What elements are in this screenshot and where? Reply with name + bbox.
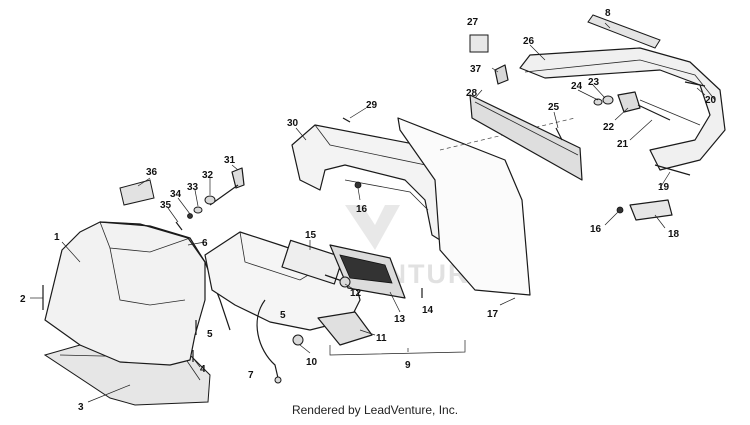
callout-9[interactable]: 9 xyxy=(405,360,411,371)
part-12-knob xyxy=(324,274,351,288)
callout-29[interactable]: 29 xyxy=(366,100,378,111)
callout-15[interactable]: 15 xyxy=(305,230,317,241)
callout-25[interactable]: 25 xyxy=(548,102,560,113)
callout-18[interactable]: 18 xyxy=(668,229,680,240)
callout-27[interactable]: 27 xyxy=(467,17,479,28)
callout-21[interactable]: 21 xyxy=(617,139,629,150)
part-9-bracket-line xyxy=(329,340,466,356)
part-27-decal xyxy=(469,34,489,53)
part-trim-strip xyxy=(99,221,231,331)
part-hood xyxy=(44,221,206,366)
callout-1[interactable]: 1 xyxy=(54,232,60,243)
callout-19[interactable]: 19 xyxy=(658,182,670,193)
part-10-grommet xyxy=(292,334,304,346)
callout-22[interactable]: 22 xyxy=(603,122,615,133)
part-20-pin xyxy=(684,81,706,87)
callout-23[interactable]: 23 xyxy=(588,77,600,88)
callout-7[interactable]: 7 xyxy=(248,370,254,381)
callout-5[interactable]: 5 xyxy=(207,329,213,340)
callout-32[interactable]: 32 xyxy=(202,170,214,181)
callout-2[interactable]: 2 xyxy=(20,294,26,305)
callout-17[interactable]: 17 xyxy=(487,309,499,320)
callout-16[interactable]: 16 xyxy=(356,204,368,215)
callout-35[interactable]: 35 xyxy=(160,200,172,211)
callout-26[interactable]: 26 xyxy=(523,36,535,47)
part-15-panel xyxy=(281,239,344,285)
part-37-clip xyxy=(494,64,509,85)
part-17-windshield xyxy=(397,117,531,296)
part-8-bar xyxy=(587,14,661,49)
callout-5b[interactable]: 5 xyxy=(280,310,286,321)
callout-34[interactable]: 34 xyxy=(170,189,182,200)
part-11-bracket xyxy=(317,311,373,346)
callout-11[interactable]: 11 xyxy=(376,333,387,344)
callout-3[interactable]: 3 xyxy=(78,402,84,413)
hinge-assembly xyxy=(593,91,671,121)
part-7-cable xyxy=(256,299,279,379)
part-28-strip xyxy=(469,94,583,181)
callout-10[interactable]: 10 xyxy=(306,357,318,368)
callout-20[interactable]: 20 xyxy=(705,95,717,106)
part-26-bumper xyxy=(519,47,726,171)
hardware-stack xyxy=(175,167,245,231)
part-18-bracket xyxy=(629,199,673,221)
part-16-nut xyxy=(354,181,362,189)
part-36-tag xyxy=(119,179,155,206)
callout-24[interactable]: 24 xyxy=(571,81,583,92)
callout-12[interactable]: 12 xyxy=(350,288,362,299)
callout-4[interactable]: 4 xyxy=(200,364,206,375)
callout-16b[interactable]: 16 xyxy=(590,224,602,235)
callout-28[interactable]: 28 xyxy=(466,88,478,99)
fasteners-left xyxy=(42,285,197,362)
callout-37[interactable]: 37 xyxy=(470,64,482,75)
part-29-screw xyxy=(342,117,351,123)
callout-14[interactable]: 14 xyxy=(422,305,434,316)
part-25-screw xyxy=(555,127,563,141)
part-16-nut-b xyxy=(616,206,624,214)
callout-36[interactable]: 36 xyxy=(146,167,158,178)
callout-31[interactable]: 31 xyxy=(224,155,236,166)
callout-33[interactable]: 33 xyxy=(187,182,199,193)
dash-line xyxy=(439,117,576,151)
callout-6[interactable]: 6 xyxy=(202,238,208,249)
callout-30[interactable]: 30 xyxy=(287,118,299,129)
callout-8[interactable]: 8 xyxy=(605,8,611,19)
leader-lines xyxy=(30,22,706,403)
part-7-end xyxy=(274,376,282,384)
callout-13[interactable]: 13 xyxy=(394,314,406,325)
watermark-logo xyxy=(345,205,400,250)
part-19-rod xyxy=(654,164,691,176)
footer-credit: Rendered by LeadVenture, Inc. xyxy=(291,403,459,417)
